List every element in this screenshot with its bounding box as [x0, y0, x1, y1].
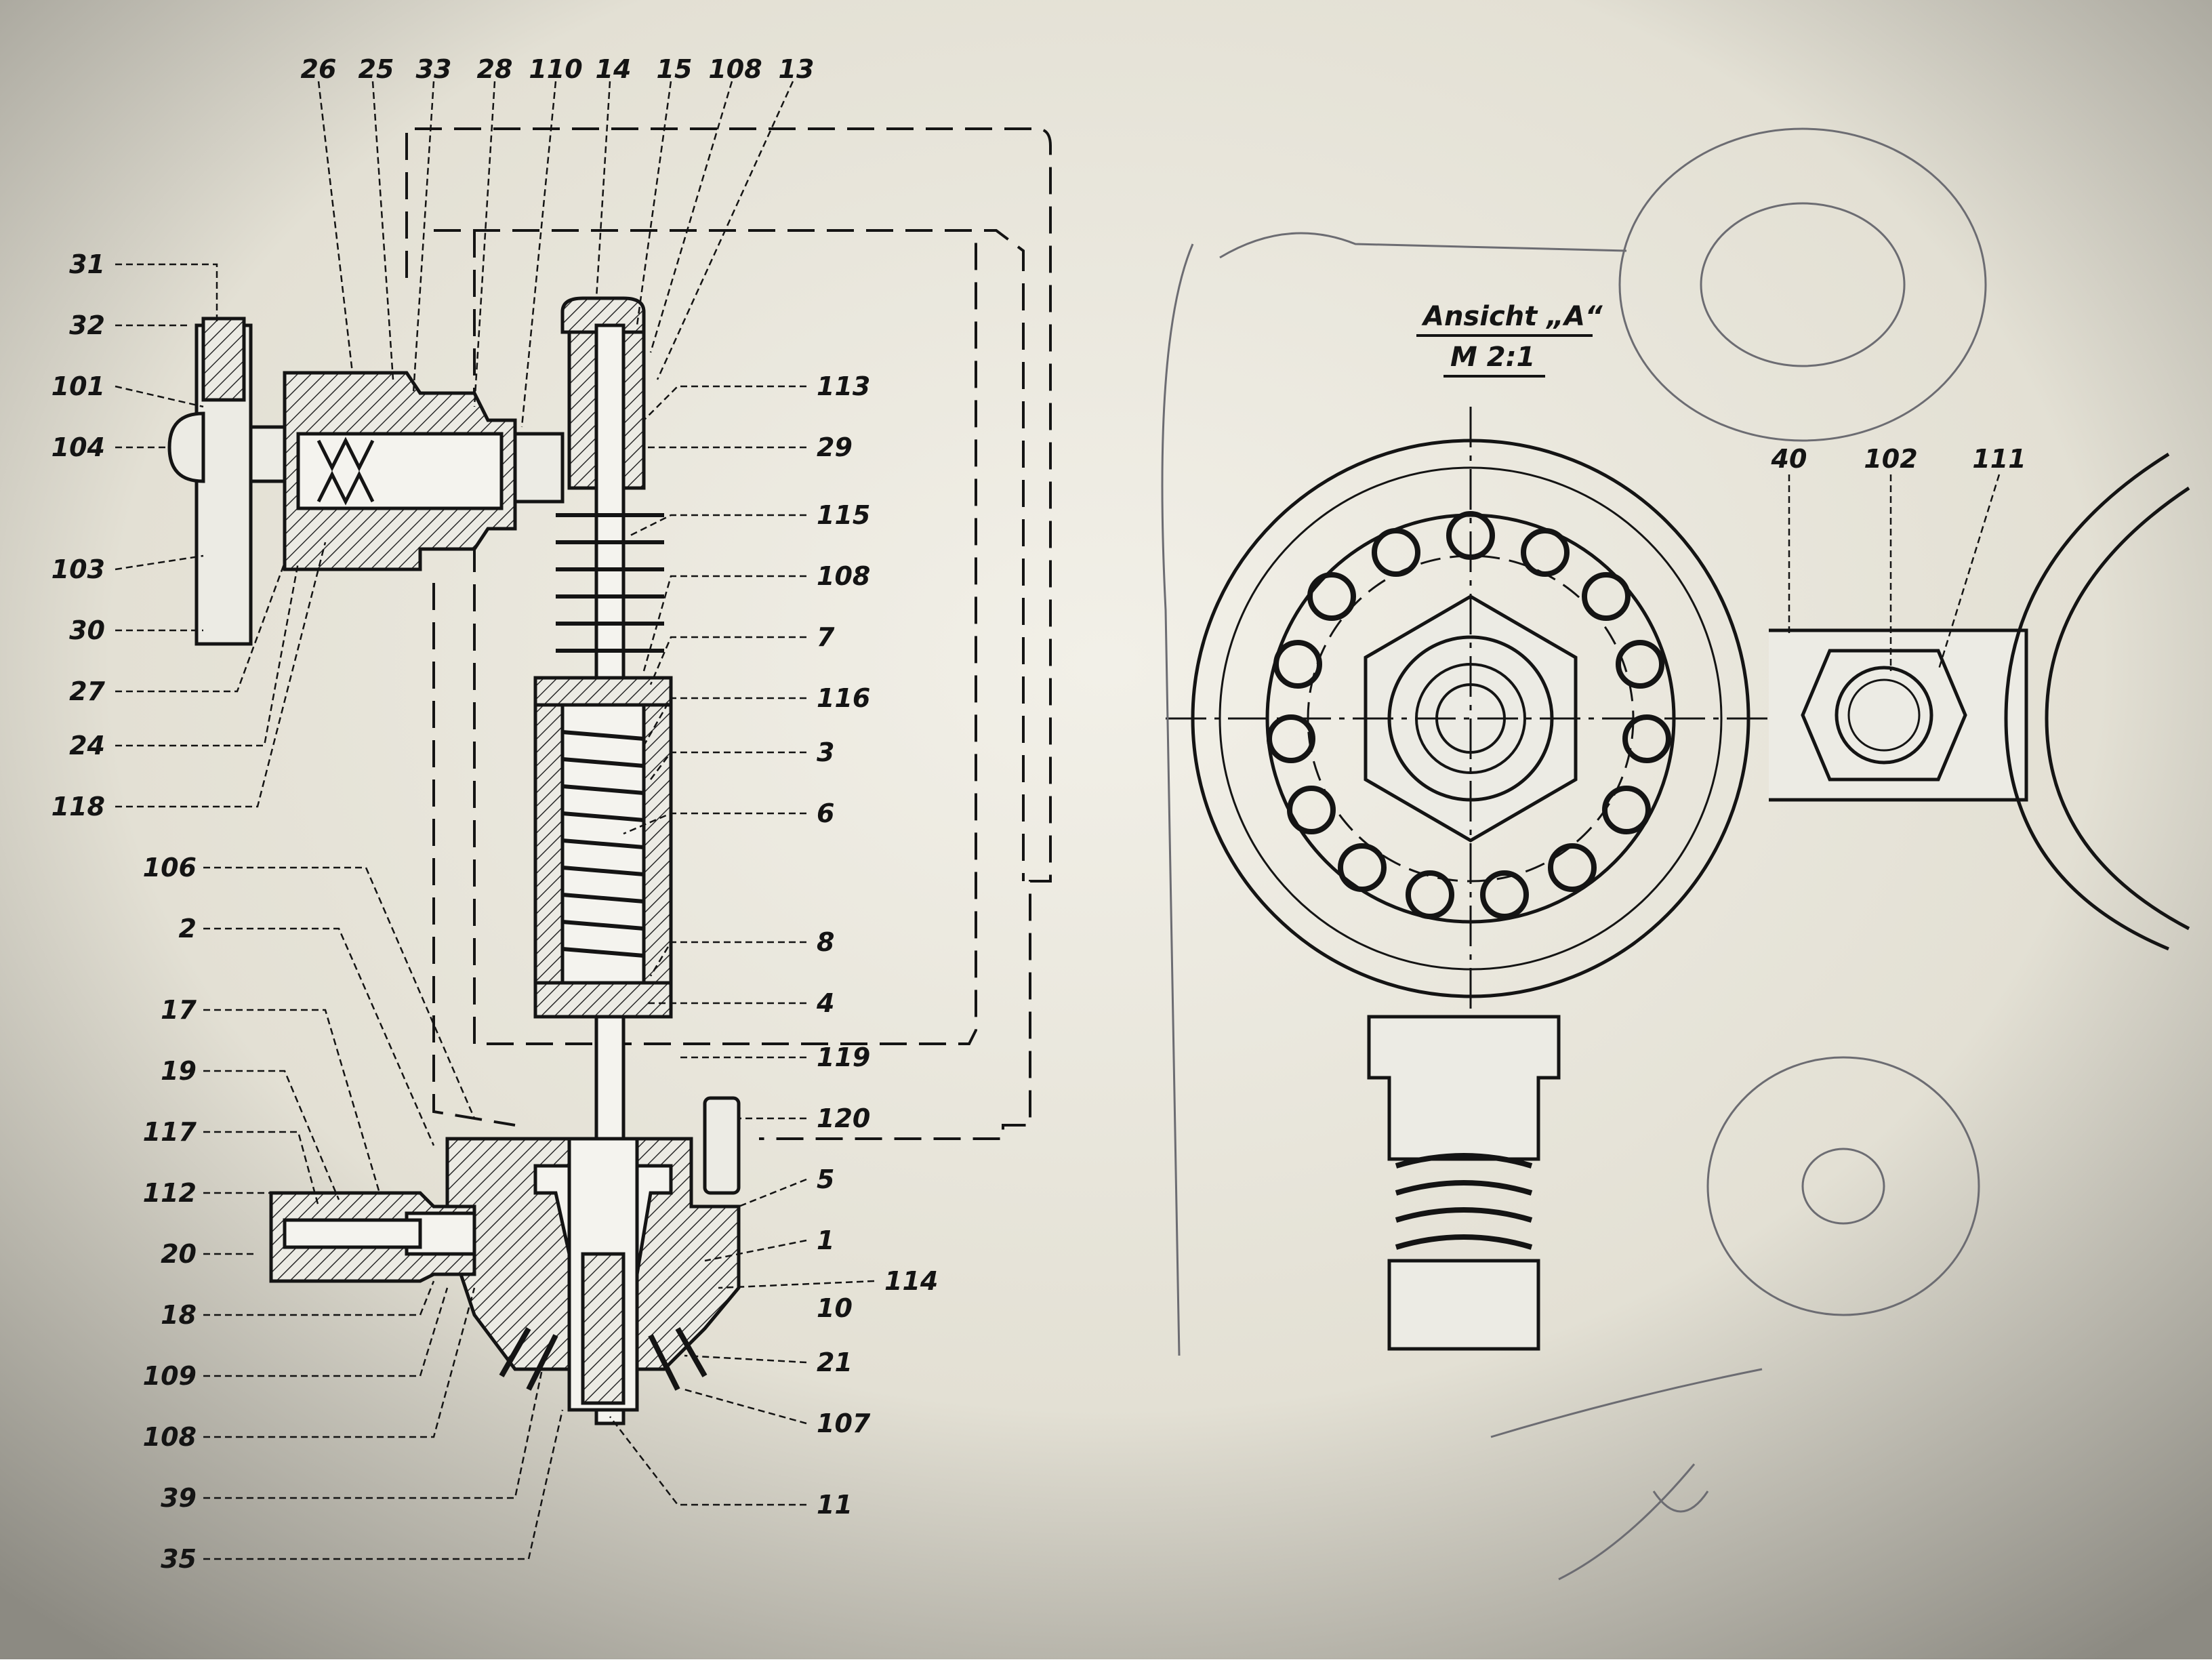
- view-title: Ansicht „A“: [1421, 301, 1603, 332]
- callouts-left: 31 32 101 104 103 30 27 24 118 106 2 17 …: [52, 249, 197, 1574]
- callout-label: 30: [69, 615, 105, 645]
- callout-label: 3: [817, 737, 834, 767]
- callout-label: 24: [69, 731, 105, 761]
- view-scale: M 2:1: [1450, 342, 1535, 373]
- callout-label: 118: [52, 792, 105, 822]
- callouts-right: 113 29 115 108 7 116 3 6 8 4 119 120 5 1…: [816, 371, 938, 1520]
- callout-label: 112: [143, 1178, 197, 1208]
- callout-label: 111: [1972, 444, 2026, 474]
- callout-label: 27: [69, 676, 105, 706]
- callout-label: 116: [817, 683, 870, 713]
- callout-label: 104: [52, 432, 105, 462]
- callout-label: 11: [817, 1490, 853, 1520]
- callout-label: 17: [161, 995, 197, 1025]
- callouts-view: 40 102 111: [1771, 444, 2026, 474]
- pencil-sketches: [1161, 127, 1987, 1581]
- callout-label: 13: [779, 54, 815, 84]
- callout-label: 19: [161, 1056, 197, 1086]
- callout-label: 31: [69, 249, 105, 279]
- dashed-housing-outline: [405, 127, 1052, 1140]
- view-title-block: Ansicht „A“ M 2:1: [1416, 301, 1603, 378]
- leader-lines: [115, 81, 2001, 1560]
- callout-label: 106: [143, 853, 197, 883]
- callout-label: 20: [161, 1239, 197, 1269]
- callout-label: 21: [817, 1347, 853, 1377]
- callout-label: 29: [817, 432, 853, 462]
- callout-label: 110: [529, 54, 582, 84]
- callout-label: 28: [477, 54, 513, 84]
- callout-label: 117: [143, 1117, 197, 1147]
- callout-label: 25: [359, 54, 394, 84]
- callout-label: 18: [161, 1300, 197, 1330]
- callout-label: 115: [817, 500, 870, 530]
- callout-label: 119: [817, 1042, 870, 1072]
- callout-label: 103: [52, 554, 105, 584]
- callout-label: 10: [817, 1293, 853, 1323]
- callout-label: 26: [301, 54, 337, 84]
- callout-label: 2: [179, 914, 197, 944]
- callout-label: 101: [52, 371, 105, 401]
- callout-label: 108: [817, 561, 870, 591]
- callout-label: 39: [161, 1483, 197, 1513]
- callout-label: 4: [816, 988, 834, 1018]
- main-valve-section: [269, 296, 741, 1425]
- callout-label: 113: [817, 371, 870, 401]
- callout-label: 108: [708, 54, 762, 84]
- callout-label: 108: [143, 1422, 197, 1452]
- side-valve-assembly: [167, 317, 565, 646]
- callout-label: 7: [817, 622, 835, 652]
- callouts-top: 26 25 33 28 110 14 15 108 13: [301, 54, 815, 84]
- callout-label: 114: [884, 1266, 938, 1296]
- callout-label: 6: [817, 798, 834, 828]
- callout-label: 120: [817, 1103, 870, 1133]
- callout-label: 8: [817, 927, 834, 957]
- ansicht-a-view: [1166, 407, 2190, 1351]
- callout-label: 32: [69, 310, 105, 340]
- callout-label: 40: [1771, 444, 1807, 474]
- callout-label: 35: [161, 1544, 197, 1574]
- callout-label: 15: [657, 54, 693, 84]
- callout-label: 5: [817, 1164, 834, 1194]
- callout-label: 1: [817, 1225, 834, 1255]
- callout-label: 107: [817, 1408, 871, 1438]
- callout-label: 109: [143, 1361, 197, 1391]
- callout-label: 14: [596, 54, 632, 84]
- callout-label: 102: [1864, 444, 1917, 474]
- callout-label: 33: [416, 54, 452, 84]
